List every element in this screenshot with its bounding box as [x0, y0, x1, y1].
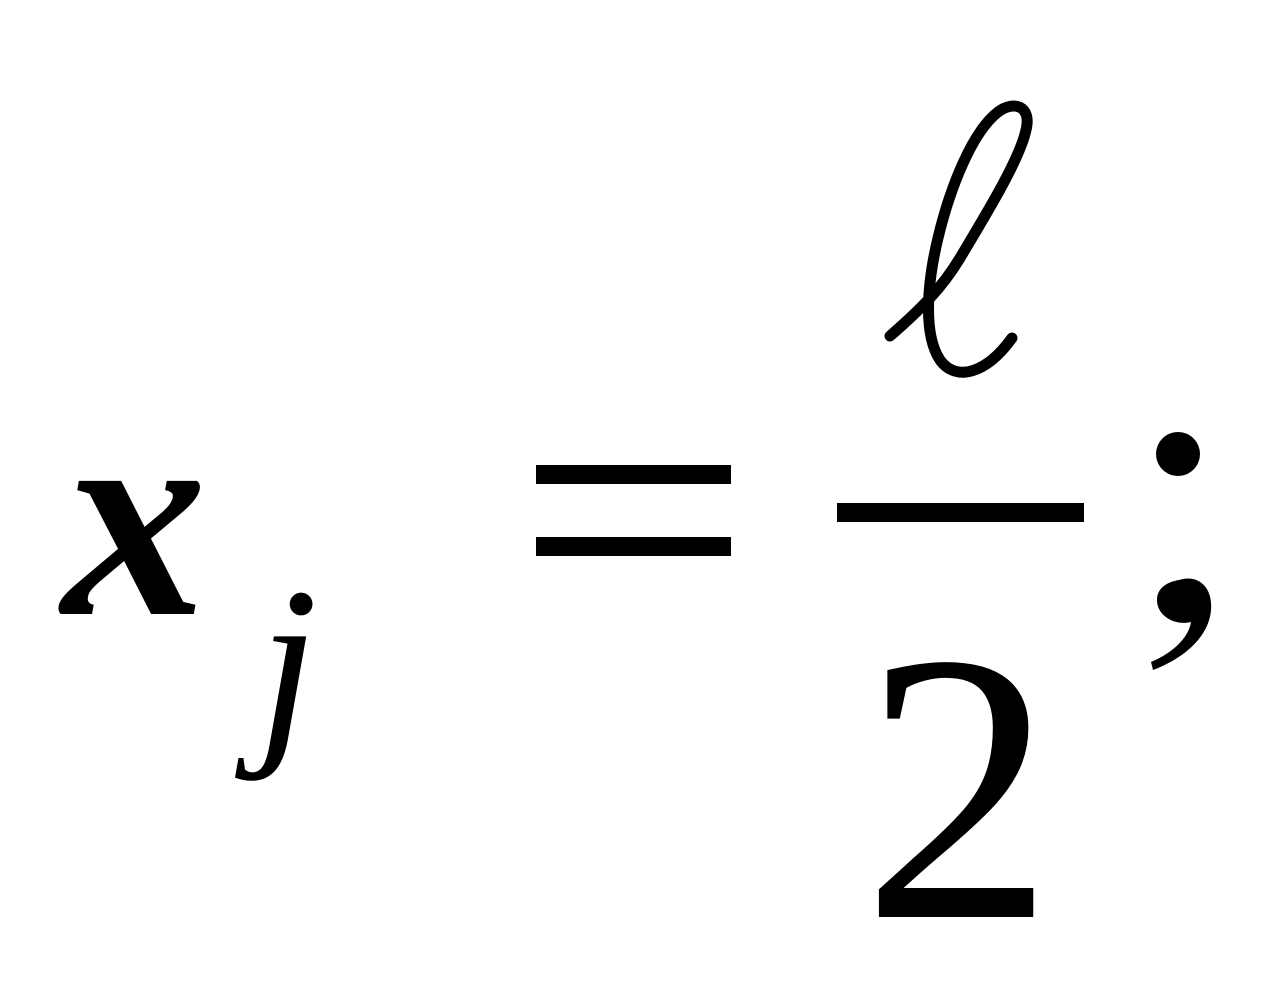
- numerator-script-l: [884, 100, 1033, 378]
- variable-x: x: [62, 356, 207, 677]
- equals-bottom-bar: [536, 537, 731, 556]
- subscript-j: j: [258, 543, 318, 782]
- comma-shape: [1151, 578, 1212, 670]
- script-l-stroke: [884, 100, 1033, 378]
- semicolon-dot: [1156, 432, 1200, 476]
- fraction-bar: [837, 503, 1084, 522]
- semicolon-comma: [1151, 578, 1212, 670]
- equals-top-bar: [536, 465, 731, 484]
- denominator: 2: [862, 575, 1055, 1001]
